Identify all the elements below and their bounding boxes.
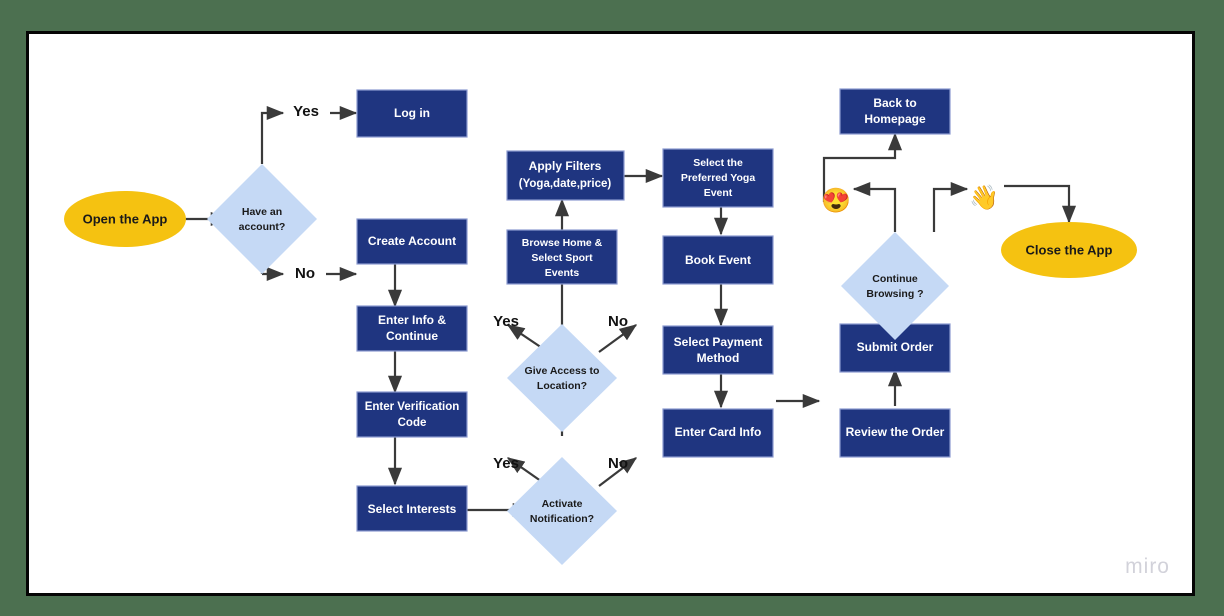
heart-eyes-emoji: 😍 — [821, 187, 851, 214]
review-order-box[interactable] — [839, 408, 951, 458]
edge-activate-notification-no — [598, 457, 638, 487]
browse-home-label-line3: Events — [545, 267, 580, 279]
select-interests-label: Select Interests — [368, 502, 457, 516]
edge-continue-browsing-to-love-emoji — [852, 181, 897, 232]
give-location-label-line1: Give Access to — [525, 365, 600, 377]
edge-give-location-no — [598, 324, 638, 353]
select-payment-box[interactable] — [662, 325, 774, 375]
node-close-the-app[interactable]: Close the App — [1001, 222, 1137, 278]
edge-love-emoji-to-back-home — [822, 132, 903, 202]
edge-wave-emoji-to-close-app — [1004, 184, 1077, 224]
browse-home-box[interactable] — [506, 229, 618, 285]
close-app-label: Close the App — [1026, 242, 1113, 257]
browse-home-label-line1: Browse Home & — [522, 237, 603, 249]
review-order-label: Review the Order — [846, 425, 945, 439]
node-apply-filters[interactable]: Apply Filters (Yoga,date,price) — [506, 150, 625, 201]
miro-watermark: miro — [1125, 555, 1170, 578]
enter-code-label-line1: Enter Verification — [365, 401, 460, 413]
select-yoga-label-line2: Preferred Yoga — [681, 172, 755, 184]
node-give-access-to-location[interactable]: Give Access to Location? — [507, 324, 617, 432]
back-home-label-line1: Back to — [873, 96, 916, 110]
branch-label-yes-have-account: Yes — [293, 103, 319, 120]
enter-code-box[interactable] — [356, 391, 468, 438]
create-account-label: Create Account — [368, 234, 456, 248]
node-select-interests[interactable]: Select Interests — [356, 485, 468, 532]
node-open-the-app[interactable]: Open the App — [64, 191, 186, 247]
select-payment-label-line1: Select Payment — [674, 335, 763, 349]
diagram-canvas[interactable]: Open the App Have an account? Yes No Log… — [26, 31, 1195, 596]
log-in-box[interactable] — [356, 89, 468, 138]
node-select-payment-method[interactable]: Select Payment Method — [662, 325, 774, 375]
flowchart-svg[interactable]: Open the App Have an account? Yes No Log… — [29, 34, 1192, 593]
book-event-box[interactable] — [662, 235, 774, 285]
node-book-event[interactable]: Book Event — [662, 235, 774, 285]
continue-browsing-diamond[interactable] — [841, 232, 949, 340]
node-have-an-account[interactable]: Have an account? — [207, 164, 317, 274]
log-in-label: Log in — [394, 106, 430, 120]
edge-continue-browsing-to-wave-emoji — [932, 181, 969, 232]
enter-info-box[interactable] — [356, 305, 468, 352]
enter-card-box[interactable] — [662, 408, 774, 458]
select-yoga-box[interactable] — [662, 148, 774, 208]
create-account-box[interactable] — [356, 218, 468, 265]
node-browse-home-select-sport-events[interactable]: Browse Home & Select Sport Events — [506, 229, 618, 285]
open-app-ellipse[interactable] — [64, 191, 186, 247]
activate-notification-diamond[interactable] — [507, 457, 617, 565]
waving-hand-emoji: 👋 — [969, 184, 999, 211]
select-yoga-label-line3: Event — [704, 187, 733, 199]
node-select-preferred-yoga-event[interactable]: Select the Preferred Yoga Event — [662, 148, 774, 208]
branch-label-no-activate-notification: No — [608, 455, 628, 472]
submit-order-label: Submit Order — [857, 340, 934, 354]
select-yoga-label-line1: Select the — [693, 157, 743, 169]
apply-filters-label-line2: (Yoga,date,price) — [519, 178, 612, 190]
enter-card-label: Enter Card Info — [675, 425, 762, 439]
branch-label-yes-give-location: Yes — [493, 313, 519, 330]
node-enter-info-continue[interactable]: Enter Info & Continue — [356, 305, 468, 352]
activate-notification-label-line2: Notification? — [530, 513, 594, 525]
continue-browsing-label-line2: Browsing ? — [866, 288, 923, 300]
node-activate-notification[interactable]: Activate Notification? — [507, 457, 617, 565]
edge-have-account-yes — [260, 105, 285, 164]
node-enter-verification-code[interactable]: Enter Verification Code — [356, 391, 468, 438]
back-home-label-line2: Homepage — [864, 112, 926, 126]
node-enter-card-info[interactable]: Enter Card Info — [662, 408, 774, 458]
apply-filters-box[interactable] — [506, 150, 625, 201]
give-location-label-line2: Location? — [537, 380, 587, 392]
browse-home-label-line2: Select Sport — [531, 252, 593, 264]
enter-info-label-line2: Continue — [386, 329, 438, 343]
enter-info-label-line1: Enter Info & — [378, 313, 446, 327]
open-app-label: Open the App — [83, 211, 168, 226]
node-create-account[interactable]: Create Account — [356, 218, 468, 265]
branch-label-no-have-account: No — [295, 265, 315, 282]
continue-browsing-label-line1: Continue — [872, 273, 918, 285]
have-account-label-line2: account? — [239, 221, 286, 233]
back-home-box[interactable] — [839, 88, 951, 135]
have-account-label-line1: Have an — [242, 206, 282, 218]
give-location-diamond[interactable] — [507, 324, 617, 432]
book-event-label: Book Event — [685, 253, 751, 267]
have-account-diamond[interactable] — [207, 164, 317, 274]
branch-label-yes-activate-notification: Yes — [493, 455, 519, 472]
node-log-in[interactable]: Log in — [356, 89, 468, 138]
close-app-ellipse[interactable] — [1001, 222, 1137, 278]
activate-notification-label-line1: Activate — [542, 498, 583, 510]
node-continue-browsing[interactable]: Continue Browsing ? — [841, 232, 949, 340]
apply-filters-label-line1: Apply Filters — [529, 159, 602, 173]
select-payment-label-line2: Method — [697, 351, 740, 365]
node-back-to-homepage[interactable]: Back to Homepage — [839, 88, 951, 135]
node-review-the-order[interactable]: Review the Order — [839, 408, 951, 458]
select-interests-box[interactable] — [356, 485, 468, 532]
enter-code-label-line2: Code — [398, 417, 427, 429]
branch-label-no-give-location: No — [608, 313, 628, 330]
